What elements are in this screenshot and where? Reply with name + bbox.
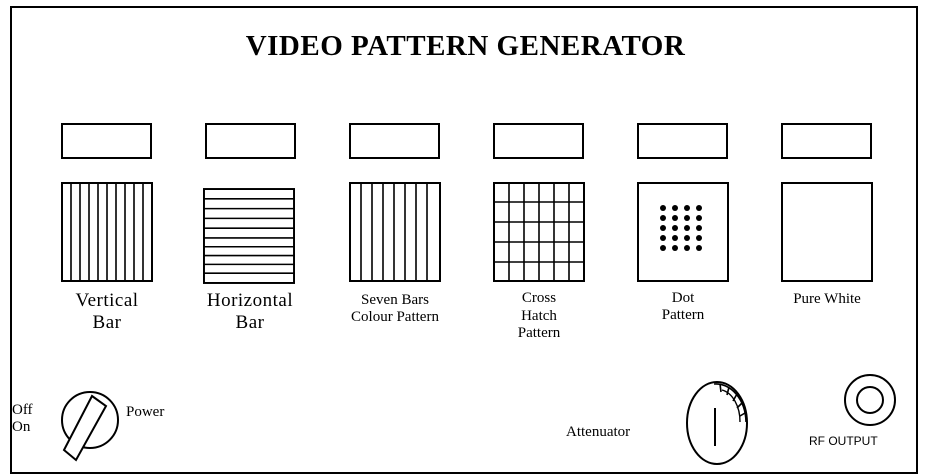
off-label: Off [12,402,33,418]
horizontal-bar-button[interactable] [205,123,296,159]
dot-pattern-button[interactable] [637,123,728,159]
panel-border [10,6,918,474]
cross-hatch-button[interactable] [493,123,584,159]
seven-bars-button[interactable] [349,123,440,159]
seven-bars-icon [349,182,441,282]
blank-square-icon [781,182,873,282]
pure-white-label: Pure White [793,291,861,307]
rf-output-label: RF OUTPUT [809,434,878,448]
pure-white-button[interactable] [781,123,872,159]
dot-grid-icon [637,182,729,282]
on-label: On [12,419,31,435]
cross-hatch-icon [493,182,585,282]
rotary-knob-icon[interactable] [684,378,752,468]
horizontal-bars-icon [203,188,295,284]
toggle-switch-icon[interactable] [60,388,122,464]
power-label: Power [126,404,165,420]
panel-title: VIDEO PATTERN GENERATOR [245,30,686,62]
attenuator-label: Attenuator [566,424,631,440]
connector-socket-icon[interactable] [841,372,899,428]
vertical-bars-icon [61,182,153,282]
vertical-bar-button[interactable] [61,123,152,159]
